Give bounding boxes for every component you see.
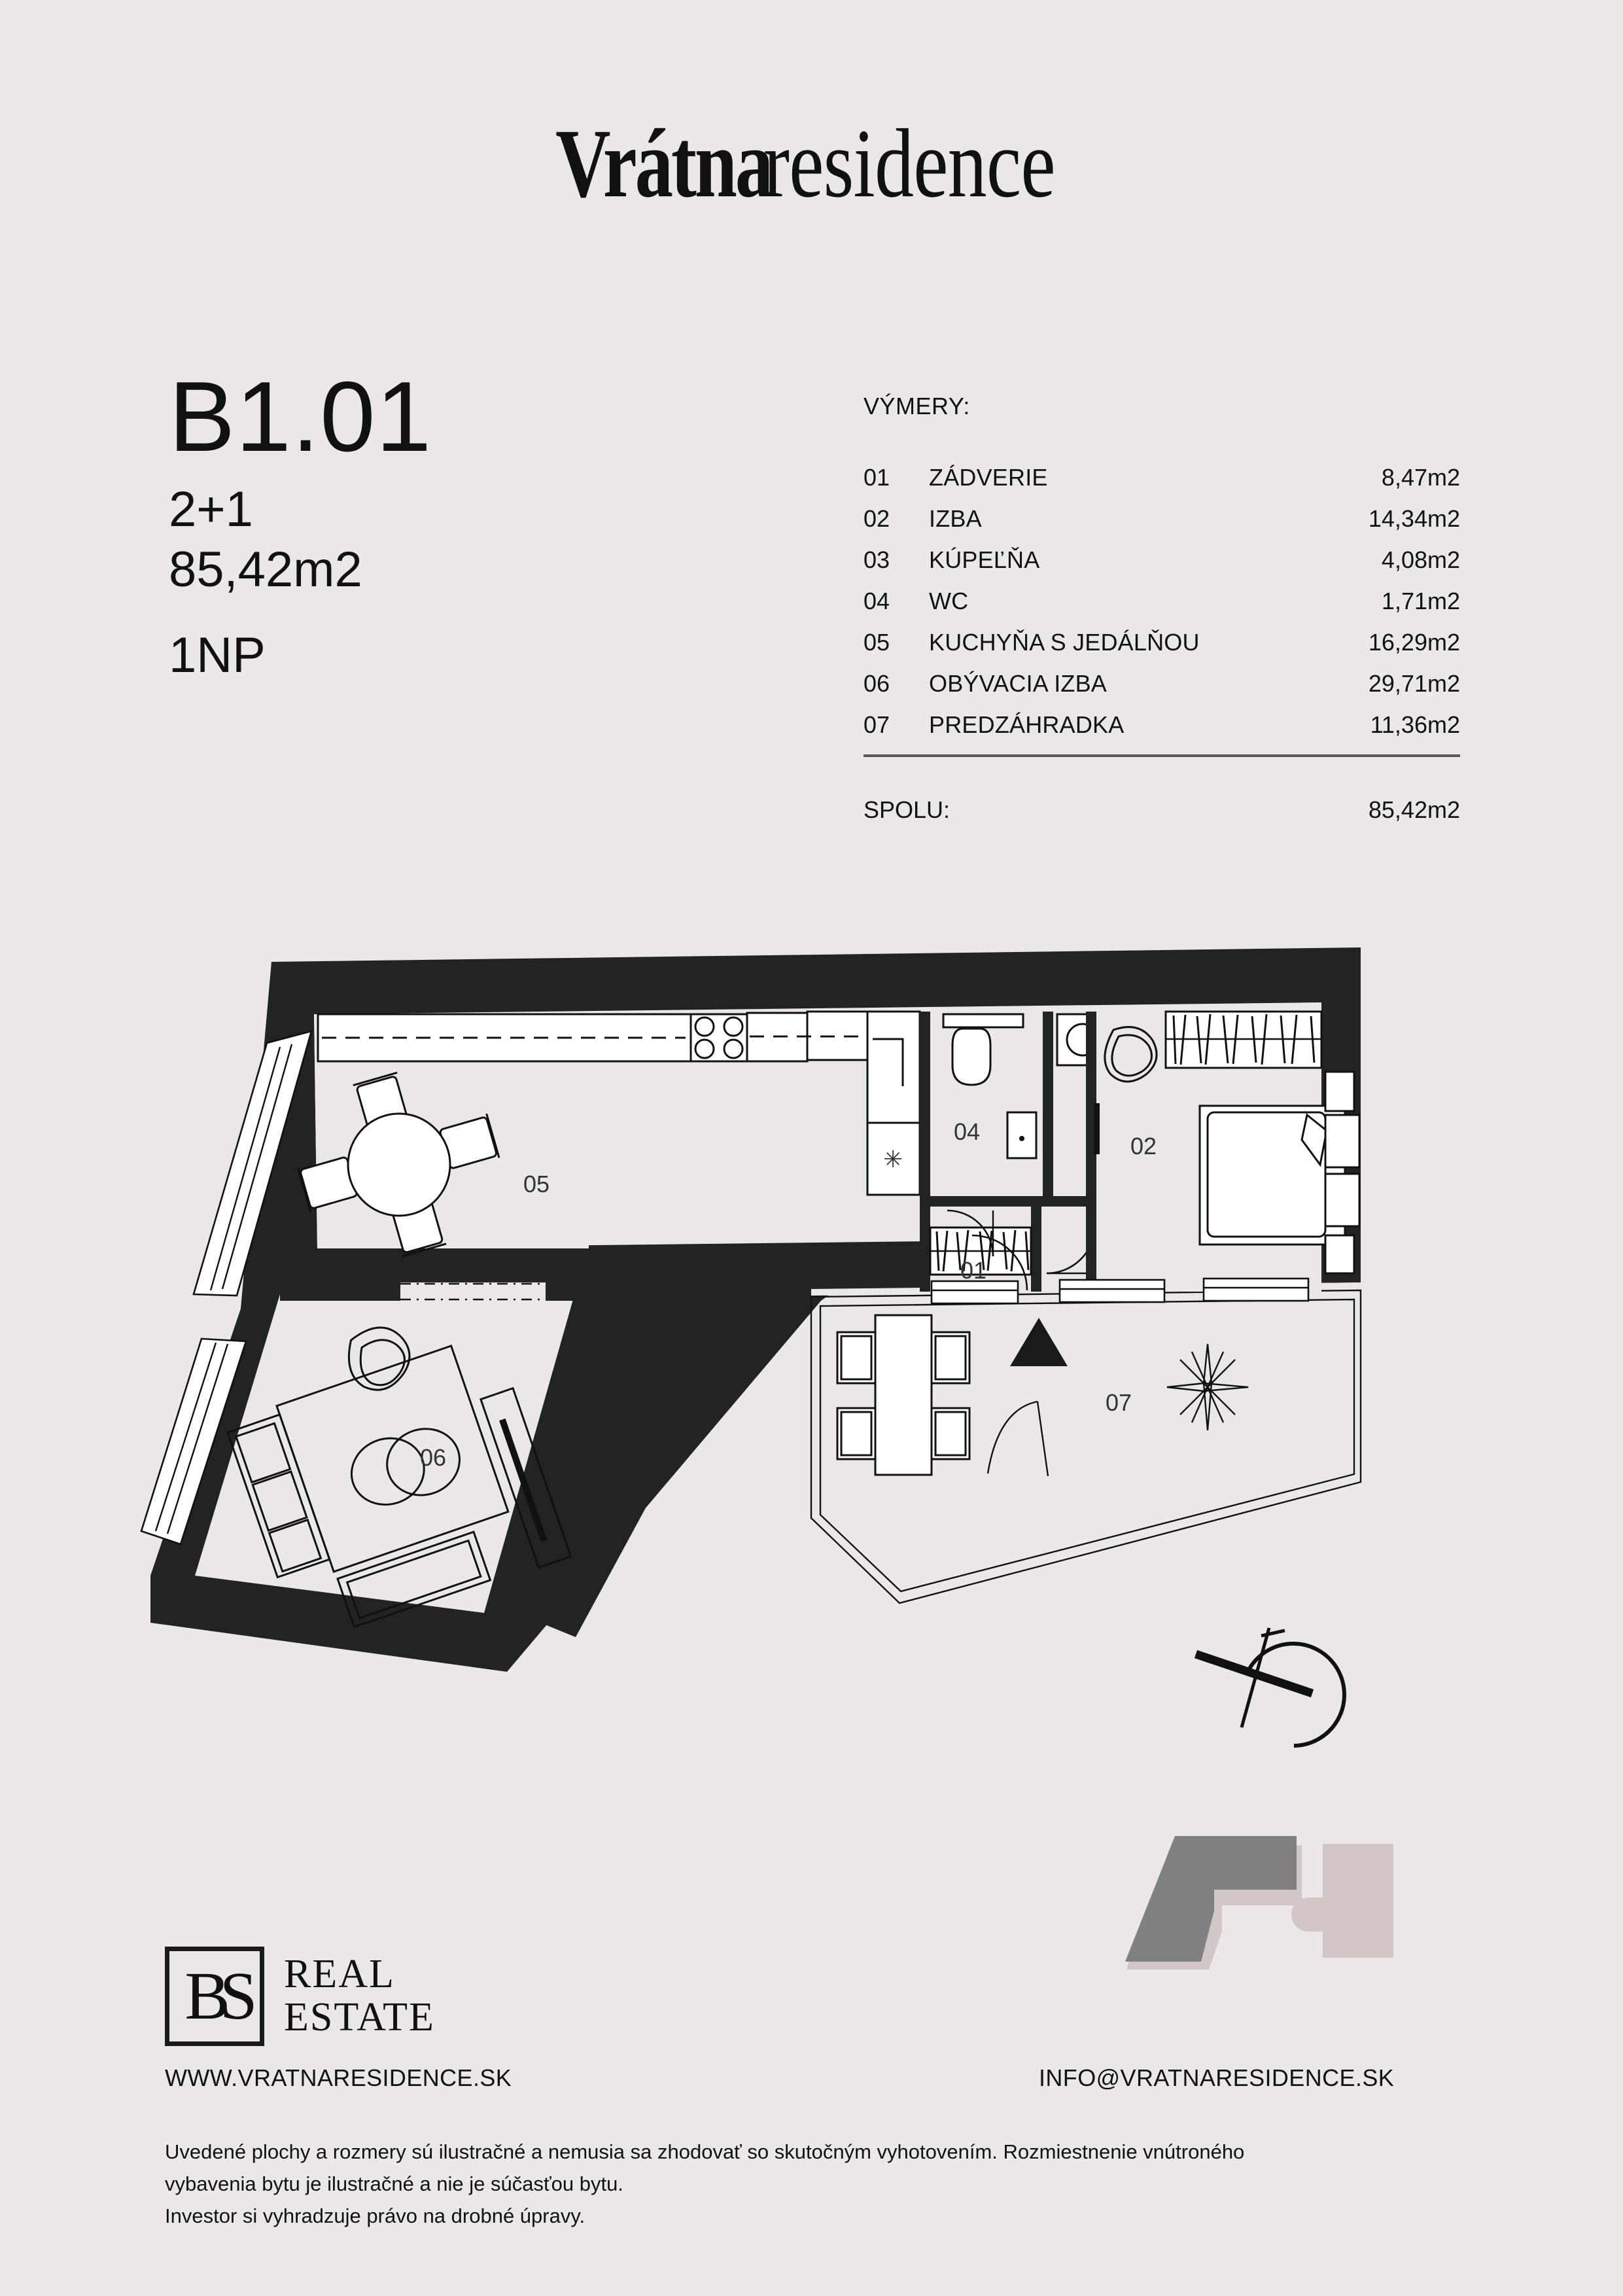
room-number: 01 [864, 464, 890, 491]
keyplan-building-right [1291, 1844, 1393, 1958]
tv-unit [480, 1386, 572, 1569]
brand-name-light: residence [763, 109, 1056, 218]
building-key-plan [1112, 1806, 1439, 2022]
room-area: 16,29m2 [1368, 629, 1460, 656]
disclaimer-line-3: Investor si vyhradzuje právo na drobné ú… [165, 2204, 585, 2227]
disclaimer-text: Uvedené plochy a rozmery sú ilustračné a… [165, 2136, 1408, 2233]
areas-table: VÝMERY: 01 ZÁDVERIE 8,47m2 02 IZBA 14,34… [864, 393, 1460, 824]
areas-total-row: SPOLU: 85,42m2 [864, 796, 1460, 824]
room-label-living: 06 [420, 1444, 446, 1471]
fridge-icon: ✳ [883, 1146, 903, 1173]
agency-logo: BS REAL ESTATE [165, 1947, 435, 2046]
south-windows [930, 1277, 1310, 1305]
unit-room-count: 2+1 [169, 482, 253, 538]
room-name: IZBA [929, 505, 982, 532]
table-row: 04 WC 1,71m2 [864, 590, 1460, 613]
table-row: 02 IZBA 14,34m2 [864, 507, 1460, 531]
room-area: 29,71m2 [1368, 670, 1460, 697]
room-label-hall: 01 [960, 1257, 986, 1284]
living-furniture [226, 1326, 510, 1629]
agency-monogram-box: BS [165, 1947, 264, 2046]
room-name: OBÝVACIA IZBA [929, 670, 1108, 697]
brand-logo: Vrátnaresidence [0, 115, 1623, 213]
unit-code: B1.01 [169, 361, 432, 472]
room-name: ZÁDVERIE [929, 464, 1048, 491]
compass-north-icon [1171, 1603, 1387, 1780]
room-area: 14,34m2 [1368, 505, 1460, 532]
total-label: SPOLU: [864, 796, 951, 823]
room-number: 02 [864, 505, 890, 532]
agency-monogram: BS [184, 1958, 257, 2034]
dining-table-round [296, 1071, 500, 1258]
room-area: 1,71m2 [1381, 588, 1460, 614]
room-living: 06 [226, 1282, 763, 1637]
website-link[interactable]: WWW.VRATNARESIDENCE.SK [165, 2064, 512, 2091]
plant-icon [1166, 1343, 1249, 1431]
room-area: 11,36m2 [1370, 711, 1460, 738]
disclaimer-line-1: Uvedené plochy a rozmery sú ilustračné a… [165, 2140, 1245, 2163]
room-kitchen: ✳ 05 [296, 1010, 921, 1258]
room-number: 07 [864, 711, 890, 738]
room-label-bedroom: 02 [1130, 1133, 1157, 1159]
table-row: 06 OBÝVACIA IZBA 29,71m2 [864, 672, 1460, 696]
unit-info: B1.01 2+1 85,42m2 1NP [169, 366, 432, 683]
unit-floor-level: 1NP [169, 627, 266, 684]
email-link[interactable]: INFO@VRATNARESIDENCE.SK [1039, 2064, 1395, 2091]
room-name: PREDZÁHRADKA [929, 711, 1125, 738]
areas-table-title: VÝMERY: [864, 393, 970, 419]
agency-name-line1: REAL [284, 1952, 395, 1997]
table-row: 03 KÚPEĽŇA 4,08m2 [864, 548, 1460, 572]
room-bedroom: 02 [1086, 1010, 1361, 1292]
room-name: KUCHYŇA S JEDÁLŇOU [929, 629, 1200, 656]
room-number: 05 [864, 629, 890, 656]
keyplan-highlight-unit [1125, 1836, 1297, 1962]
room-label-wc: 04 [954, 1118, 980, 1145]
unit-total-area: 85,42m2 [169, 541, 362, 597]
agency-name-line2: ESTATE [284, 1995, 435, 2040]
floor-plan: .wall{fill:#232323;} .room{fill:#EBE7E6;… [118, 890, 1505, 1675]
table-separator [864, 754, 1460, 757]
room-number: 06 [864, 670, 890, 697]
room-label-garden: 07 [1106, 1389, 1132, 1416]
brand-name-bold: Vrátna [555, 109, 773, 218]
terrace-furniture: 07 [836, 1314, 1249, 1477]
disclaimer-line-2: vybavenia bytu je ilustračné a nie je sú… [165, 2172, 623, 2195]
room-name: KÚPEĽŇA [929, 546, 1040, 573]
agency-name: REAL ESTATE [284, 1953, 435, 2039]
room-wc: 04 [920, 1012, 1043, 1207]
room-area: 8,47m2 [1381, 464, 1460, 491]
room-number: 04 [864, 588, 890, 614]
room-area: 4,08m2 [1381, 546, 1460, 573]
table-row: 01 ZÁDVERIE 8,47m2 [864, 466, 1460, 489]
room-number: 03 [864, 546, 890, 573]
room-name: WC [929, 588, 969, 614]
footer-contact: WWW.VRATNARESIDENCE.SK INFO@VRATNARESIDE… [0, 2064, 1623, 2094]
total-value: 85,42m2 [1368, 796, 1460, 823]
slanted-window-wall [140, 1030, 313, 1545]
table-row: 05 KUCHYŇA S JEDÁLŇOU 16,29m2 [864, 631, 1460, 654]
room-label-kitchen: 05 [523, 1171, 550, 1197]
entry-arrow-icon [1010, 1318, 1068, 1366]
table-row: 07 PREDZÁHRADKA 11,36m2 [864, 713, 1460, 737]
